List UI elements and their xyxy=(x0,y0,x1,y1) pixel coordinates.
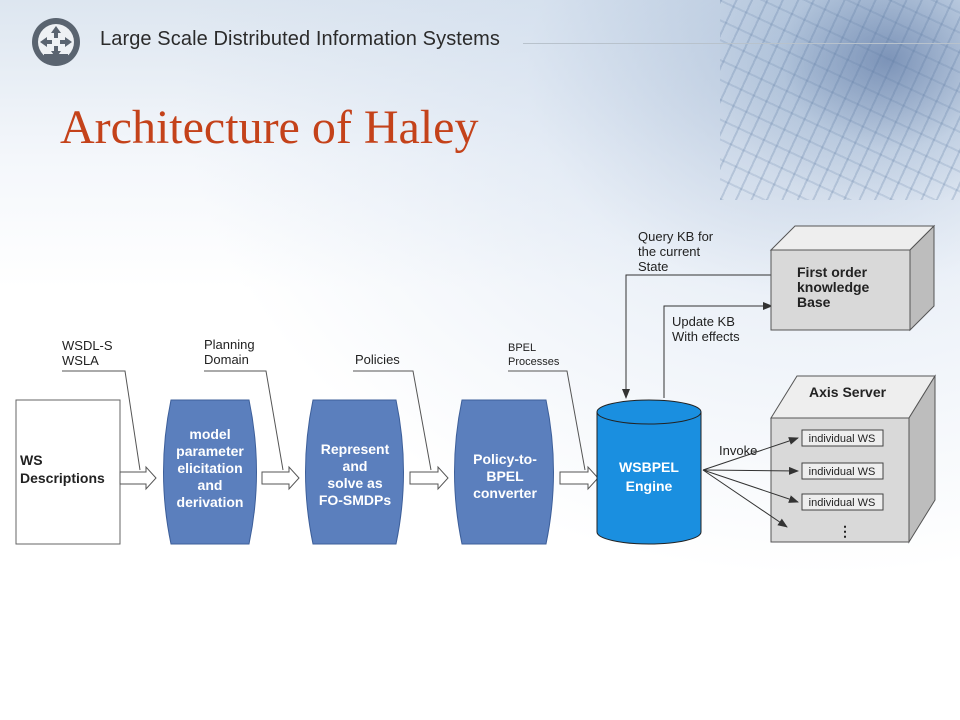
planning-label-line-2: Domain xyxy=(204,352,249,367)
bpel-label-line-1: BPEL xyxy=(508,342,536,354)
model-box-line-5: derivation xyxy=(177,494,244,510)
individual-ws-3: individual WS xyxy=(801,493,884,511)
model-box-line-3: elicitation xyxy=(177,460,242,476)
input-label-line-2: WSLA xyxy=(62,353,99,368)
individual-ws-label: individual WS xyxy=(809,497,876,509)
bpel-label-line-2: Processes xyxy=(508,356,560,368)
individual-ws-2: individual WS xyxy=(801,462,884,480)
flow-arrow-1 xyxy=(119,465,157,491)
more-services-ellipsis: ⋮ xyxy=(838,523,852,539)
individual-ws-label: individual WS xyxy=(809,433,876,445)
invoke-arrows xyxy=(702,437,799,528)
callout-lines xyxy=(62,370,586,471)
axis-server-title: Axis Server xyxy=(809,384,887,400)
kb-line-2: knowledge xyxy=(797,279,870,295)
model-elicitation-box: model parameter elicitation and derivati… xyxy=(163,399,257,545)
slide-title: Architecture of Haley xyxy=(60,101,479,154)
engine-line-2: Engine xyxy=(626,478,673,494)
individual-ws-label: individual WS xyxy=(809,466,876,478)
knowledge-base-cube: First order knowledge Base xyxy=(769,224,936,332)
ws-descriptions-box: WS Descriptions xyxy=(15,399,121,545)
organization-logo xyxy=(32,18,80,66)
ws-box-line-1: WS xyxy=(20,452,43,468)
flow-arrow-4 xyxy=(559,465,599,491)
flow-arrows xyxy=(119,465,599,491)
kb-connectors xyxy=(622,274,773,399)
update-kb-arrow xyxy=(663,302,773,398)
corner-decoration xyxy=(720,0,960,200)
represent-solve-box: Represent and solve as FO-SMDPs xyxy=(305,399,404,545)
header-divider xyxy=(523,43,960,44)
individual-ws-1: individual WS xyxy=(801,429,884,447)
query-label-line-1: Query KB for xyxy=(638,229,714,244)
represent-box-line-3: solve as xyxy=(327,475,382,491)
invoke-label: Invoke xyxy=(719,443,757,458)
query-kb-arrow xyxy=(622,274,772,399)
ws-box-line-2: Descriptions xyxy=(20,470,105,486)
converter-box-line-3: converter xyxy=(473,485,537,501)
model-box-line-4: and xyxy=(198,477,223,493)
axis-server-cube: Axis Server individual WS individual WS … xyxy=(770,374,936,544)
wsbpel-engine-cylinder: WSBPEL Engine xyxy=(596,399,702,545)
model-box-line-1: model xyxy=(189,426,230,442)
model-box-line-2: parameter xyxy=(176,443,244,459)
kb-line-1: First order xyxy=(797,264,868,280)
flow-arrow-3 xyxy=(409,465,449,491)
policy-converter-box: Policy-to- BPEL converter xyxy=(454,399,554,545)
represent-box-line-4: FO-SMDPs xyxy=(319,492,392,508)
update-label-line-2: With effects xyxy=(672,329,740,344)
update-label-line-1: Update KB xyxy=(672,314,735,329)
query-label-line-3: State xyxy=(638,259,668,274)
converter-box-line-2: BPEL xyxy=(486,468,524,484)
policies-label: Policies xyxy=(355,352,400,367)
converter-box-line-1: Policy-to- xyxy=(473,451,537,467)
represent-box-line-1: Represent xyxy=(321,441,390,457)
represent-box-line-2: and xyxy=(343,458,368,474)
planning-label-line-1: Planning xyxy=(204,337,255,352)
input-label-line-1: WSDL-S xyxy=(62,338,113,353)
header-title: Large Scale Distributed Information Syst… xyxy=(100,28,501,50)
engine-line-1: WSBPEL xyxy=(619,459,679,475)
query-label-line-2: the current xyxy=(638,244,701,259)
flow-arrow-2 xyxy=(261,465,300,491)
kb-line-3: Base xyxy=(797,294,831,310)
